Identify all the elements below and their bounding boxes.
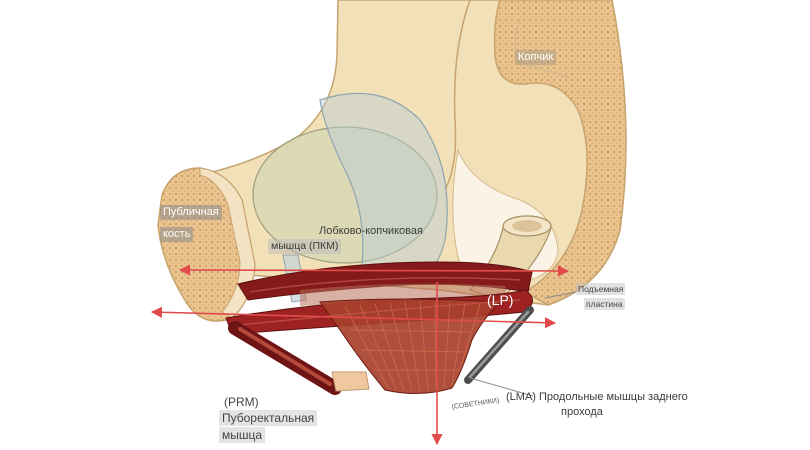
levator-plate-abbr-label: (LP)	[487, 292, 514, 308]
ilium-edge-line	[444, 0, 471, 191]
bladder	[252, 126, 438, 264]
lma-label-line2: прохода	[561, 406, 603, 418]
lower-force-arrow	[150, 306, 557, 329]
levator-plate-leader-line	[544, 291, 577, 299]
puborectalis-label-line2: мышца	[219, 427, 266, 444]
muscle-highlight	[249, 276, 521, 293]
rectum-lumen	[512, 220, 542, 232]
sacrum-coccyx	[493, 0, 627, 306]
puborectalis-label-line1: Пуборектальная	[219, 410, 318, 427]
puborectalis-sling-core	[238, 327, 332, 386]
upper-force-arrow	[178, 264, 570, 277]
pubococcygeus-label-line2: мышца (ПКМ)	[268, 239, 342, 254]
coccyx-label: Копчик	[515, 50, 557, 66]
puborectalis-abbr-label: (PRM)	[224, 395, 259, 409]
levator-plate-label-line2: пластина	[584, 298, 625, 311]
pubic-bone-label-line1: Публичная	[160, 205, 222, 221]
pubococcygeus-label-line1: Лобково-копчиковая	[319, 225, 423, 237]
lma-leader-line	[469, 377, 534, 397]
levator-plate-label-line1: Подъемная	[576, 283, 626, 296]
pubic-bone-label-line2: кость	[160, 227, 194, 243]
lma-label-line1: (LMA) Продольные мышцы заднего	[506, 391, 688, 403]
anal-canal	[331, 371, 370, 392]
